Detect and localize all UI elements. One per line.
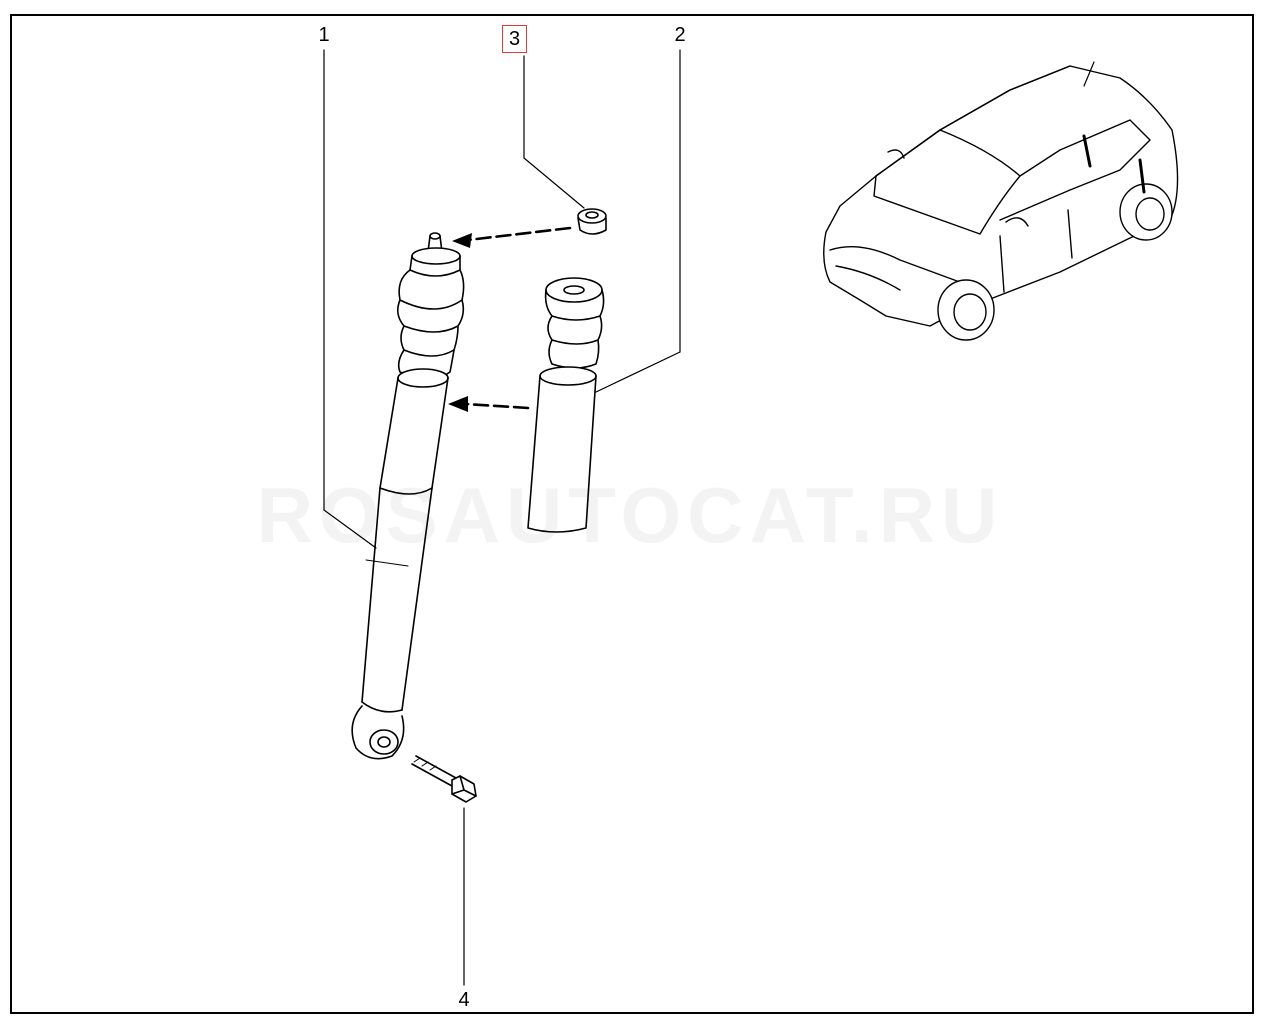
arrow-cap-to-shock (466, 226, 572, 242)
leader-lines (323, 49, 681, 986)
callout-3-selected[interactable]: 3 (502, 25, 528, 53)
arrowhead-icon (452, 233, 472, 248)
shock-marker-left (1082, 134, 1092, 168)
callout-4[interactable]: 4 (458, 989, 470, 1011)
car-rear-suspension-locator-icon (823, 61, 1179, 341)
arrowhead-icon (448, 396, 468, 412)
bump-stop-boot-icon (527, 277, 605, 533)
cap-nut-icon (577, 208, 607, 235)
leader-line-3-tail (523, 157, 585, 209)
bolt-icon (411, 755, 477, 803)
arrow-boot-to-shock (464, 402, 530, 410)
shock-absorber-icon (351, 232, 465, 760)
callout-1[interactable]: 1 (318, 24, 330, 46)
assembly-arrows (448, 226, 572, 412)
callout-2[interactable]: 2 (674, 24, 686, 46)
diagram-frame (10, 14, 1254, 1014)
leader-line-2-tail (595, 351, 681, 393)
shock-marker-right (1138, 158, 1146, 194)
leader-line-1-tail (323, 509, 377, 549)
